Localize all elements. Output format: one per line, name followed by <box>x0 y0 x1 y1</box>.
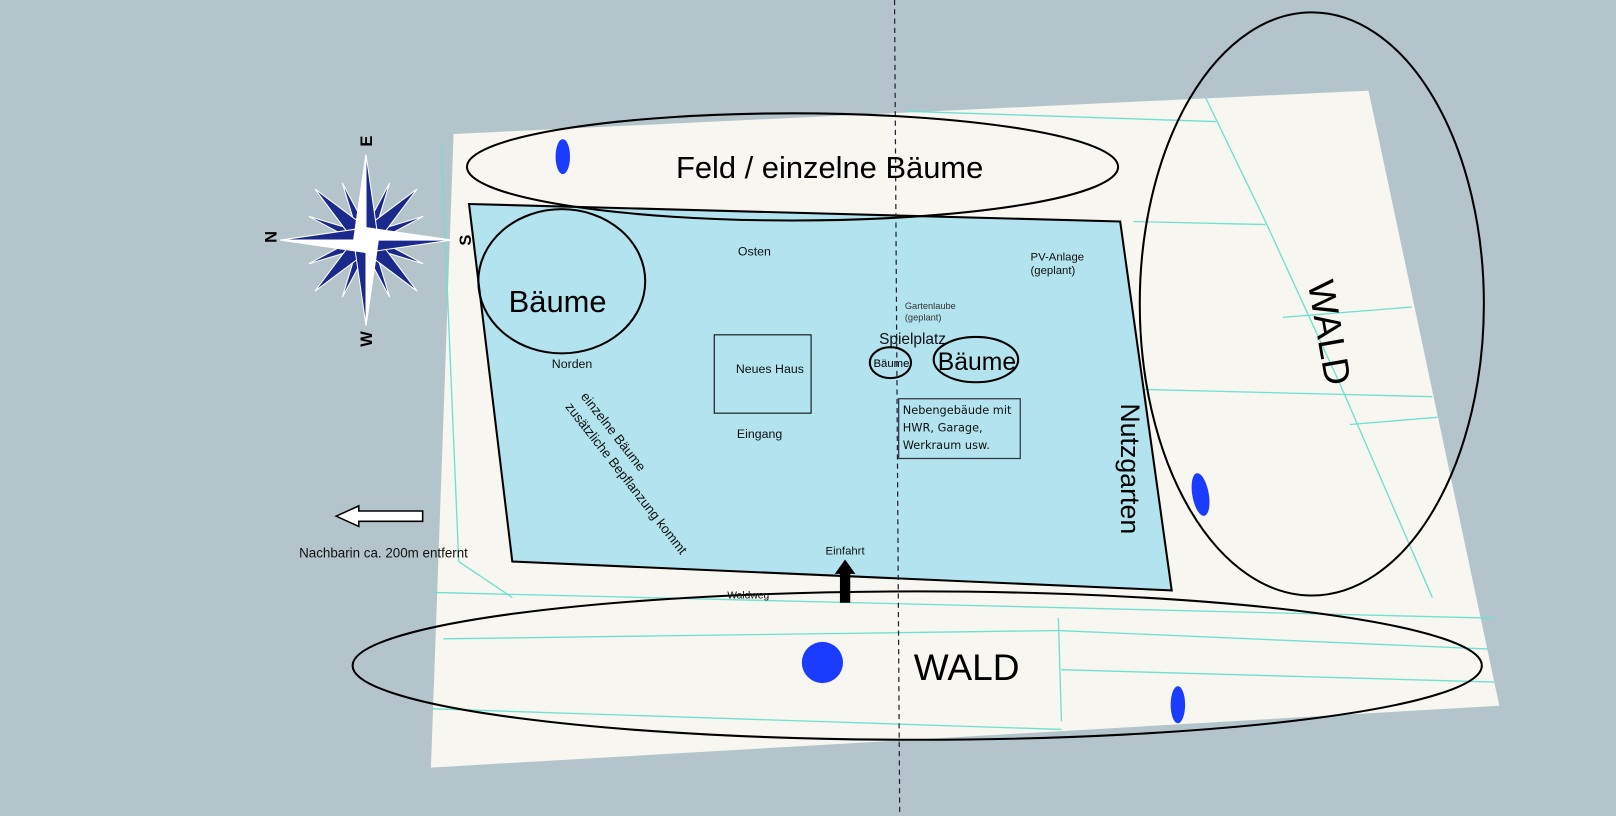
trees-small-ellipse <box>868 346 913 380</box>
trees-large-ellipse <box>477 208 647 355</box>
label-forest-path: Waldweg <box>727 591 769 602</box>
label-playground: Spielplatz <box>879 331 946 348</box>
label-new-house: Neues Haus <box>736 362 804 376</box>
marker-blob <box>1191 473 1210 516</box>
compass-east-label: E <box>358 136 376 147</box>
property-plot <box>467 202 1173 592</box>
trees-small-label: Bäume <box>874 358 910 370</box>
label-garden-house-line1: Gartenlaube <box>905 301 956 311</box>
arrow-left-icon <box>334 504 424 528</box>
trees-mid-label: Bäume <box>938 349 1016 376</box>
reference-dashed-line <box>893 0 901 816</box>
label-pv-line1: PV-Anlage <box>1031 252 1085 264</box>
markers <box>555 139 1210 724</box>
zone-forest-south-label: WALD <box>914 646 1020 688</box>
label-norden: Norden <box>552 357 593 371</box>
label-entrance: Eingang <box>737 427 782 441</box>
label-pv-line2: (geplant) <box>1031 265 1076 277</box>
label-outbuilding-line1: Nebengebäude mit <box>903 403 1012 417</box>
trees-large-label: Bäume <box>509 284 607 319</box>
outbuilding-outline <box>898 398 1021 460</box>
arrow-up-icon <box>834 559 856 603</box>
compass-north-label: N <box>262 231 280 243</box>
zone-field-label: Feld / einzelne Bäume <box>676 150 983 185</box>
label-outbuilding-line3: Werkraum usw. <box>903 438 990 452</box>
parcel-lines <box>432 97 1495 731</box>
marker-blob <box>555 139 570 175</box>
compass-west-label: W <box>358 331 376 347</box>
new-house-outline <box>713 334 812 414</box>
trees-mid-ellipse <box>932 335 1020 384</box>
compass-rose: N E S W <box>262 136 475 347</box>
label-driveway: Einfahrt <box>826 545 866 557</box>
zone-forest-south-ellipse <box>351 590 1483 741</box>
zone-forest-east-ellipse <box>1138 11 1485 597</box>
label-outbuilding-line2: HWR, Garage, <box>903 421 983 435</box>
label-neighbor-distance: Nachbarin ca. 200m entfernt <box>299 545 468 560</box>
nutzgarten-label: Nutzgarten <box>1115 403 1145 534</box>
marker-blob <box>801 641 844 684</box>
marker-blob <box>1170 686 1186 724</box>
label-garden-house-line2: (geplant) <box>905 312 942 322</box>
label-osten: Osten <box>738 245 771 259</box>
zone-field-ellipse <box>465 112 1120 222</box>
compass-south-label: S <box>457 235 475 246</box>
